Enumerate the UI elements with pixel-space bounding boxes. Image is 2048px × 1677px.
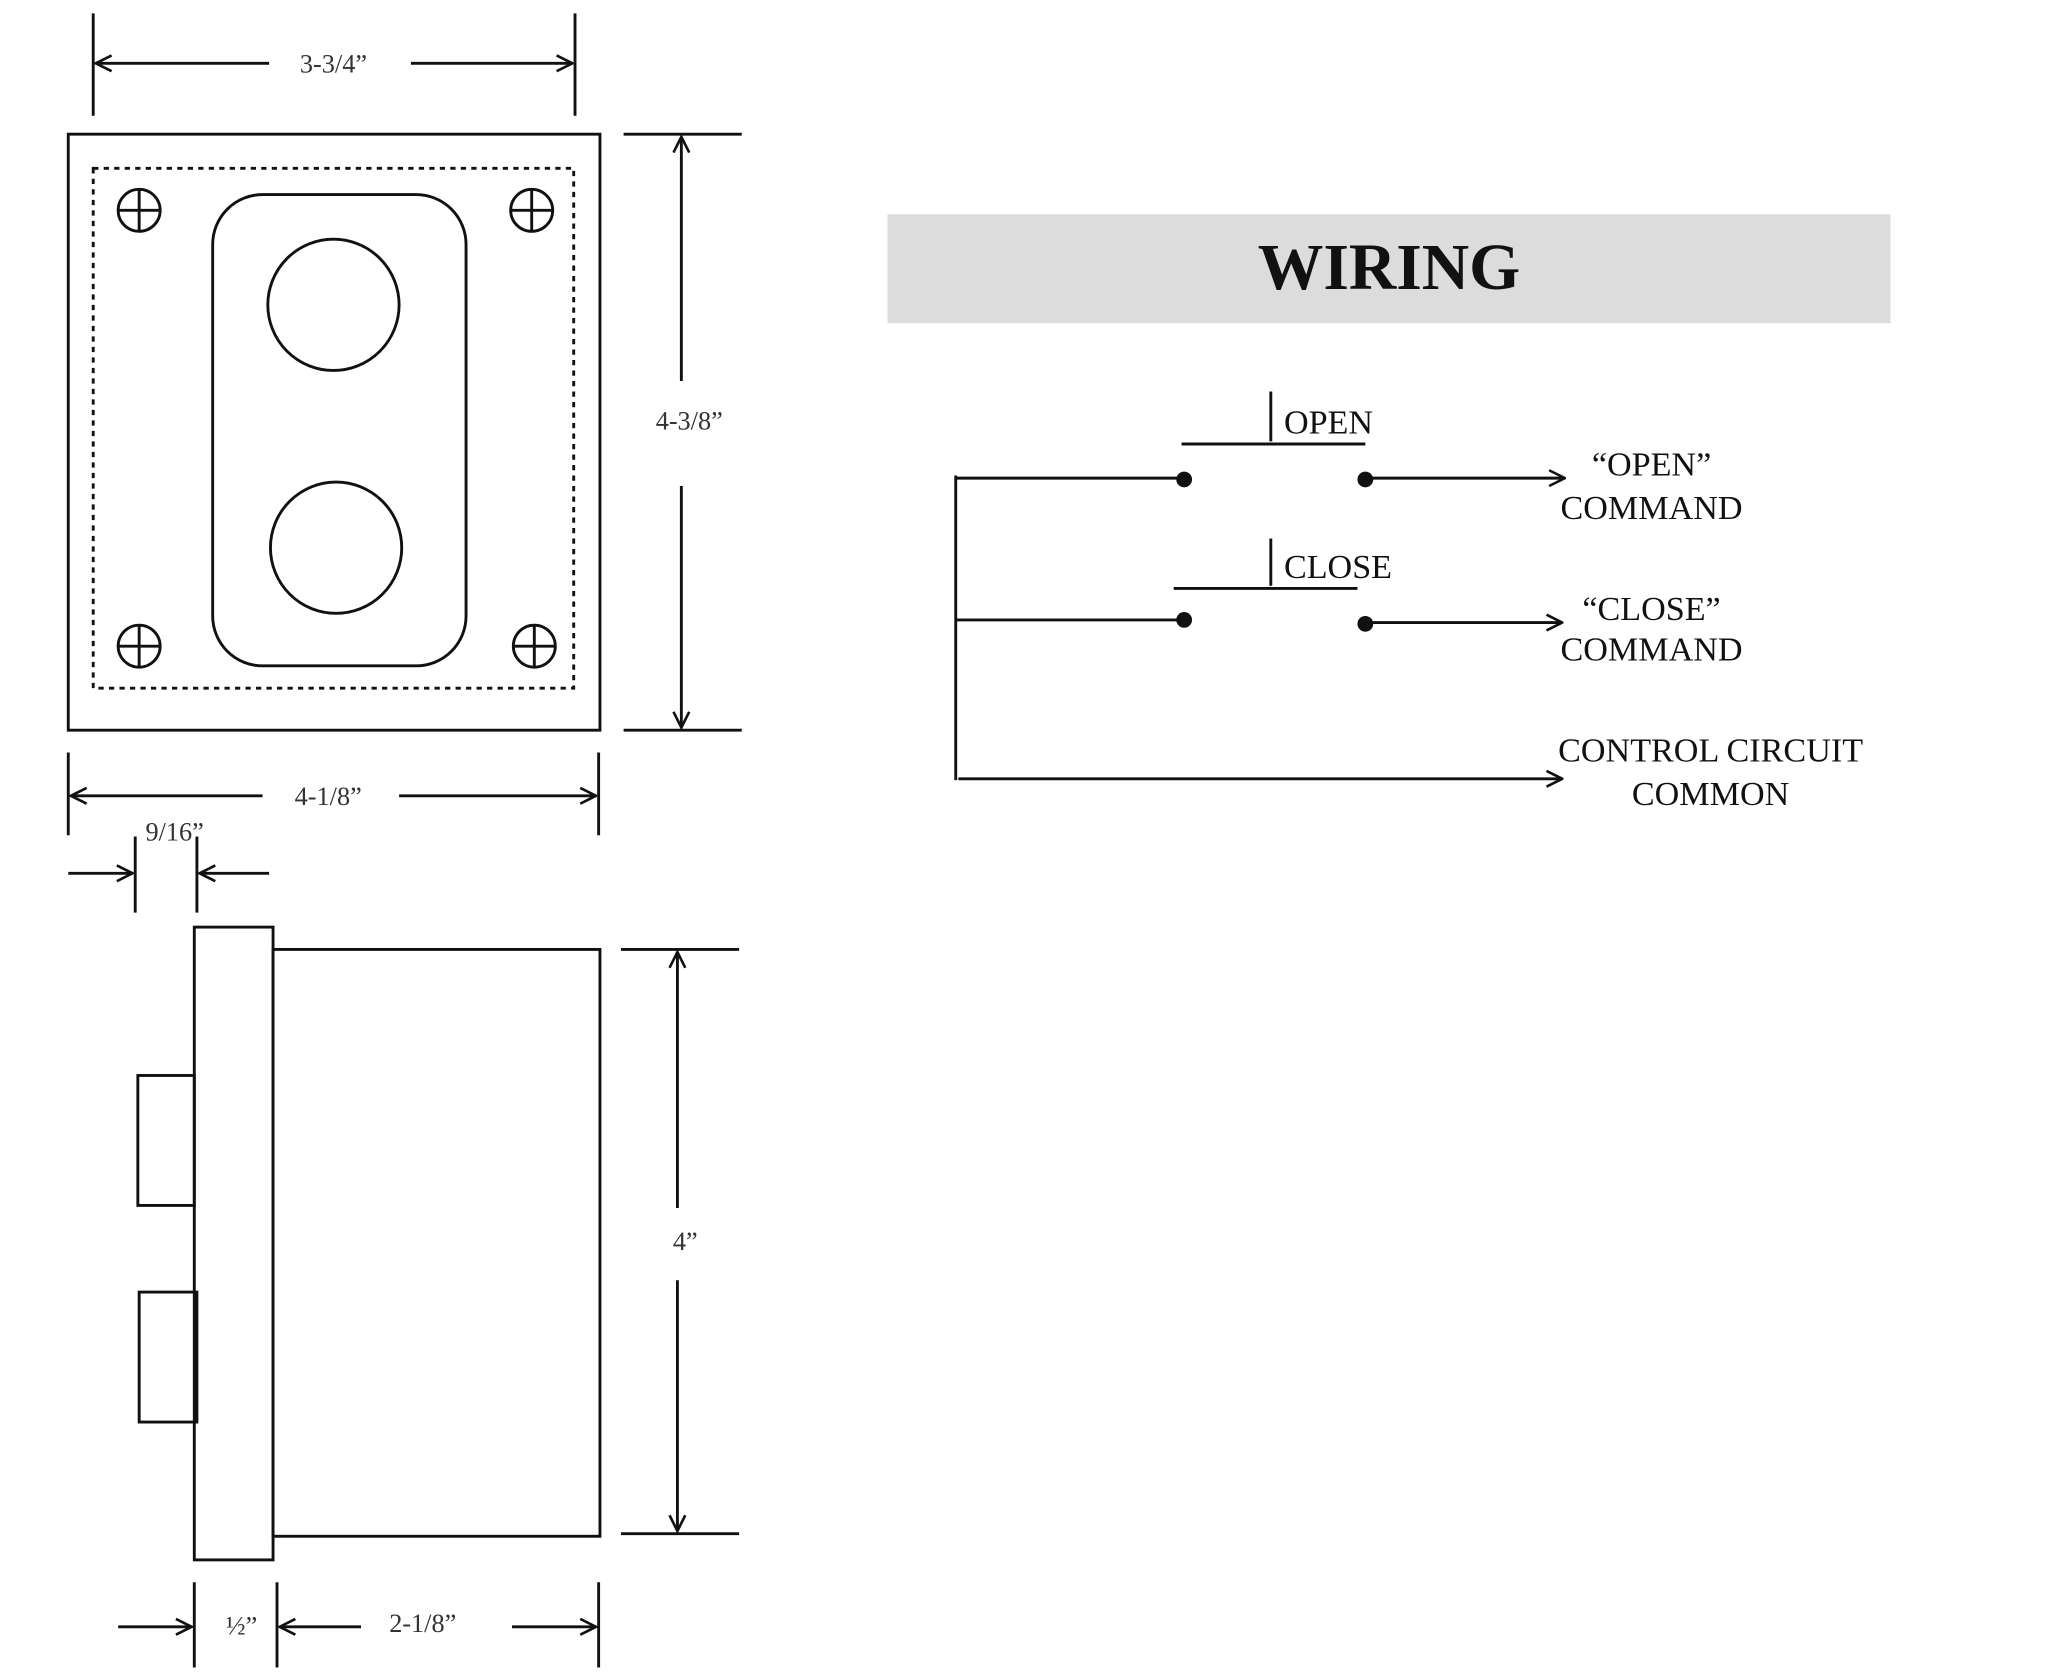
top-width-label: 3-3/4” [300,49,367,78]
front-view: 3-3/4” 4-3/8” 4-1/8” [66,13,742,836]
enclosure-body [271,947,602,1538]
close-switch-label: CLOSE [1284,549,1392,586]
common-label: CONTROL CIRCUIT [1558,733,1863,770]
terminal-dot [1357,615,1374,632]
open-command-label-2: COMMAND [1561,490,1743,527]
front-height-label: 4-3/8” [656,407,723,436]
terminal-dot [1357,471,1374,488]
top-width-dimension: 3-3/4” [91,13,577,116]
body-depth-label: 2-1/8” [389,1609,456,1638]
button-projection-dimension: 9/16” [68,817,270,913]
side-height-dimension: 4” [620,947,740,1536]
terminal-dot [1176,471,1193,488]
wiring-title: WIRING [1258,232,1521,304]
flange [192,925,275,1562]
close-command-label: “CLOSE” [1582,591,1720,628]
side-view: 9/16” 4” ½” 2-1/8” [68,817,740,1668]
button-housing [211,193,468,668]
wiring-diagram: WIRING OPEN “OPEN” COMMAND CLOSE “CLOSE”… [887,214,1891,813]
close-command-label-2: COMMAND [1561,632,1743,669]
depth-dimensions: ½” 2-1/8” [118,1582,601,1668]
terminal-dot [1176,612,1193,628]
button-projection-label: 9/16” [145,817,203,846]
open-switch-label: OPEN [1284,404,1373,441]
flange-depth-label: ½” [226,1612,257,1641]
front-height-dimension: 4-3/8” [623,132,742,732]
front-width-label: 4-1/8” [295,782,362,811]
front-width-dimension: 4-1/8” [66,752,601,836]
side-height-label: 4” [673,1227,698,1256]
wiring-title-band [887,214,1891,324]
open-button [266,237,401,372]
open-button-side [136,1074,196,1207]
screw-icon [509,187,555,233]
screw-icon [116,187,162,233]
faceplate [66,132,602,732]
close-button [268,480,404,615]
open-command-label: “OPEN” [1592,447,1711,484]
close-button-side [137,1290,199,1424]
screw-icon [511,623,557,669]
screw-icon [116,623,162,669]
gasket-outline [91,166,576,690]
common-label-2: COMMON [1632,776,1789,813]
